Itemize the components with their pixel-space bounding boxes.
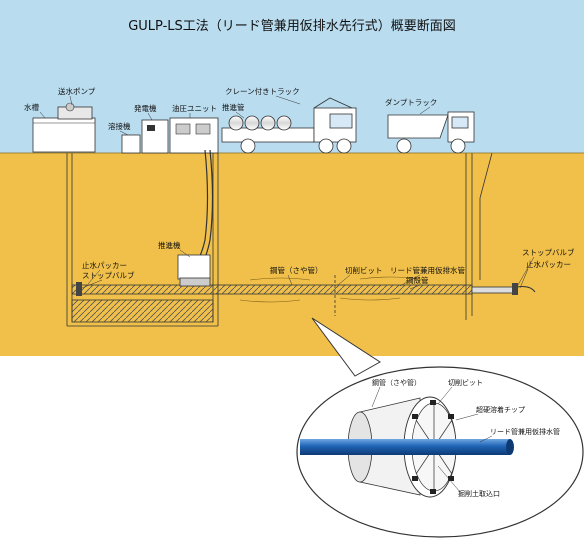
label-stop-valve-right: ストップバルブ — [522, 247, 575, 257]
pusher-machine — [177, 254, 211, 287]
label-generator: 発電機 — [134, 103, 157, 113]
detail-label-lead-pipe: リード管兼用仮排水管 — [490, 427, 560, 436]
detail-label-carbide-chip: 超硬溶着チップ — [476, 405, 525, 414]
label-casing-pipe: 鋼殻管 — [406, 275, 429, 285]
stop-valve-left — [76, 282, 82, 296]
detail-label-soil-intake: 掘削土取込口 — [458, 489, 500, 498]
water-pump — [57, 106, 93, 120]
soil-marks — [239, 276, 421, 303]
sky — [0, 0, 584, 153]
launch-shaft — [66, 153, 219, 327]
pipe-line — [71, 284, 536, 295]
label-water-packer-right: 止水パッカー — [526, 259, 571, 269]
water-tank-group — [32, 102, 96, 153]
hydraulic-unit-group — [169, 117, 219, 154]
generator — [141, 119, 169, 154]
water-tank — [32, 117, 96, 153]
dump-truck — [387, 111, 475, 154]
welder-group — [121, 119, 169, 154]
label-hydraulic-unit: 油圧ユニット — [172, 103, 217, 113]
label-water-tank: 水槽 — [24, 102, 39, 112]
detail-label-cutting-bit: 切削ビット — [448, 378, 483, 387]
label-steel-pipe: 鋼管（さや管） — [270, 265, 323, 275]
label-welder: 溶接機 — [108, 121, 131, 131]
label-dump-truck: ダンプトラック — [385, 97, 437, 107]
hydraulic-unit — [169, 117, 219, 154]
welder — [121, 134, 141, 154]
label-stop-valve-left: ストップバルブ — [82, 270, 135, 280]
detail-label-steel-pipe: 鋼管（さや管） — [372, 378, 421, 387]
ground — [0, 153, 584, 356]
label-crane-truck: クレーン付きトラック — [225, 86, 300, 96]
label-pushing-pipe: 推進管 — [222, 102, 245, 112]
detail-lead-pipe — [300, 439, 510, 455]
label-pusher: 推進機 — [158, 240, 181, 250]
stop-valve-right — [512, 283, 518, 295]
label-lead-pipe: リード管兼用仮排水管 — [390, 265, 465, 275]
crane-truck — [221, 97, 357, 154]
label-cutting-bit: 切削ビット — [345, 265, 383, 275]
label-water-packer-left: 止水パッカー — [82, 260, 127, 270]
diagram-title: GULP-LS工法（リード管兼用仮排水先行式）概要断面図 — [128, 19, 456, 34]
label-water-pump: 送水ポンプ — [58, 86, 96, 96]
callout-tail — [311, 317, 381, 377]
